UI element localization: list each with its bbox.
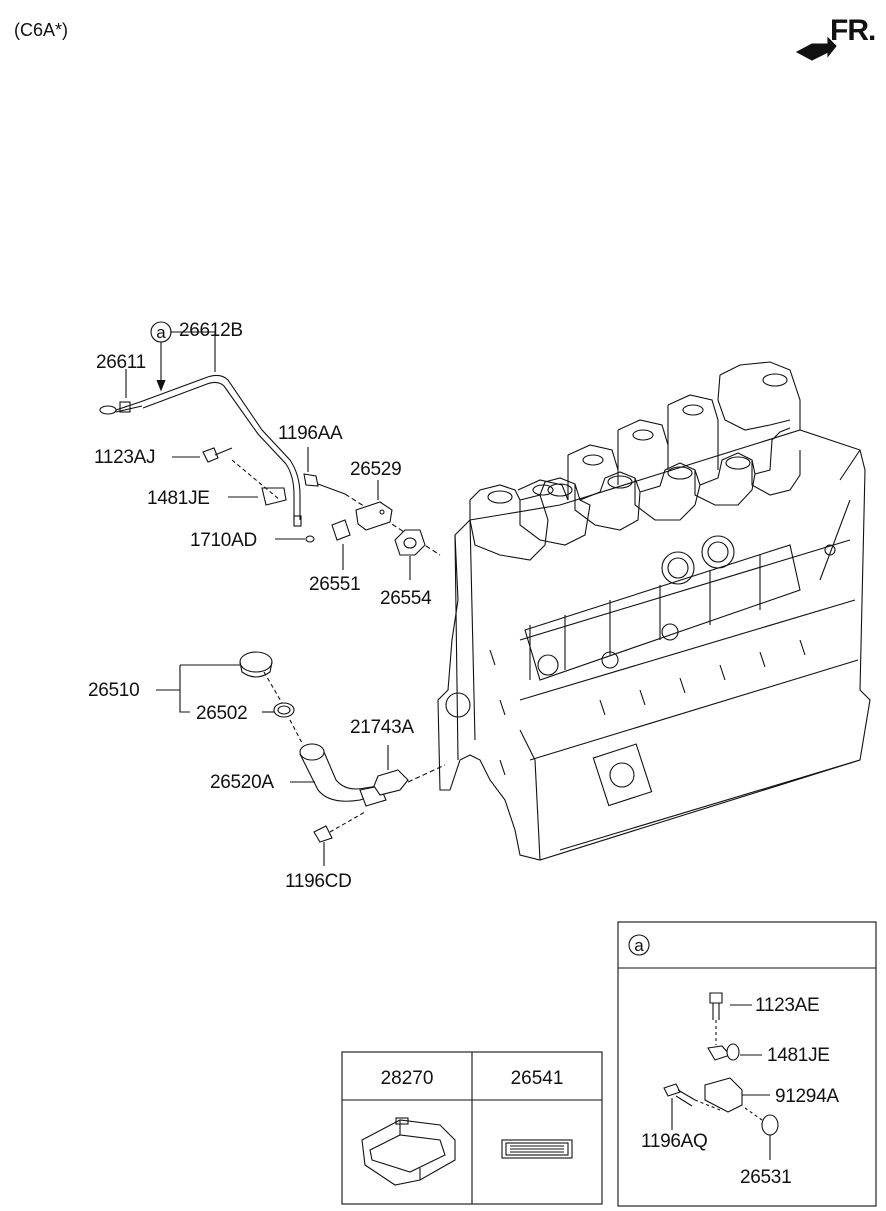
- label-plate-drawing: [501, 1139, 573, 1159]
- label-gasket-top[interactable]: 26529: [350, 459, 402, 480]
- parts-table-header-1[interactable]: 28270: [380, 1068, 434, 1089]
- label-dipstick-tube[interactable]: 26612B: [179, 320, 243, 341]
- front-arrow-icon: [795, 36, 837, 61]
- callout-marker: a: [156, 323, 166, 342]
- detail-label-bolt[interactable]: 1123AE: [755, 995, 820, 1016]
- detail-box-marker: a: [634, 936, 644, 955]
- label-filler-pipe[interactable]: 26520A: [210, 772, 274, 793]
- label-seal[interactable]: 26502: [196, 703, 248, 724]
- label-bolt-clip[interactable]: 1123AJ: [94, 447, 156, 468]
- front-direction-label: FR.: [830, 14, 876, 47]
- bracket-drawing: [361, 1117, 456, 1186]
- label-oring-small[interactable]: 1710AD: [190, 530, 257, 551]
- detail-label-sleeve[interactable]: 26531: [740, 1167, 792, 1188]
- detail-label-clip[interactable]: 1481JE: [767, 1045, 830, 1066]
- variant-code: (C6A*): [14, 20, 69, 40]
- label-gasket-flange[interactable]: 26554: [380, 588, 432, 609]
- label-clip[interactable]: 1481JE: [147, 488, 210, 509]
- detail-box-frame: [617, 921, 877, 1207]
- label-dipstick[interactable]: 26611: [96, 352, 146, 373]
- label-gasket-bottom[interactable]: 21743A: [350, 717, 414, 738]
- engine-block: [437, 361, 871, 861]
- filler-cap: [239, 651, 273, 673]
- label-filler-assembly[interactable]: 26510: [88, 680, 140, 701]
- dipstick-tube: [139, 374, 302, 527]
- dipstick: [99, 401, 143, 415]
- label-spacer[interactable]: 26551: [309, 574, 361, 595]
- parts-table-header-2[interactable]: 26541: [510, 1068, 564, 1089]
- label-bolt-bottom[interactable]: 1196CD: [285, 871, 352, 892]
- label-bolt-top[interactable]: 1196AA: [278, 423, 343, 444]
- detail-label-bracket[interactable]: 91294A: [775, 1086, 839, 1107]
- detail-label-bolt-aq[interactable]: 1196AQ: [641, 1131, 708, 1152]
